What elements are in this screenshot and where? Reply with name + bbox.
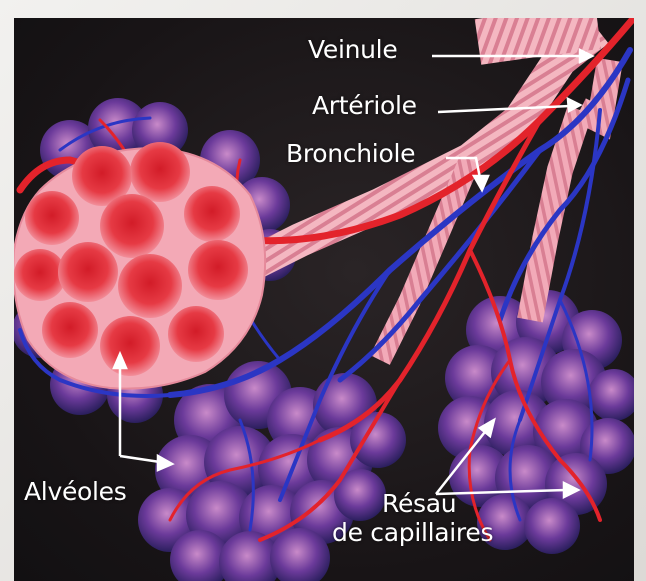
label-reseau-de-capillaires: Résau de capillaires — [332, 490, 493, 548]
arteriole-arrowhead — [568, 99, 580, 111]
label-bronchiole: Bronchiole — [286, 140, 415, 169]
alveoles-pointer-right — [120, 456, 160, 462]
label-veinule: Veinule — [308, 36, 397, 65]
label-alveoles: Alvéoles — [24, 478, 126, 507]
alveolar-sac-cross-section — [14, 142, 265, 389]
label-arteriole: Artériole — [312, 92, 417, 121]
label-reseau-line1: Résau — [332, 490, 493, 519]
label-reseau-line2: de capillaires — [332, 519, 493, 548]
